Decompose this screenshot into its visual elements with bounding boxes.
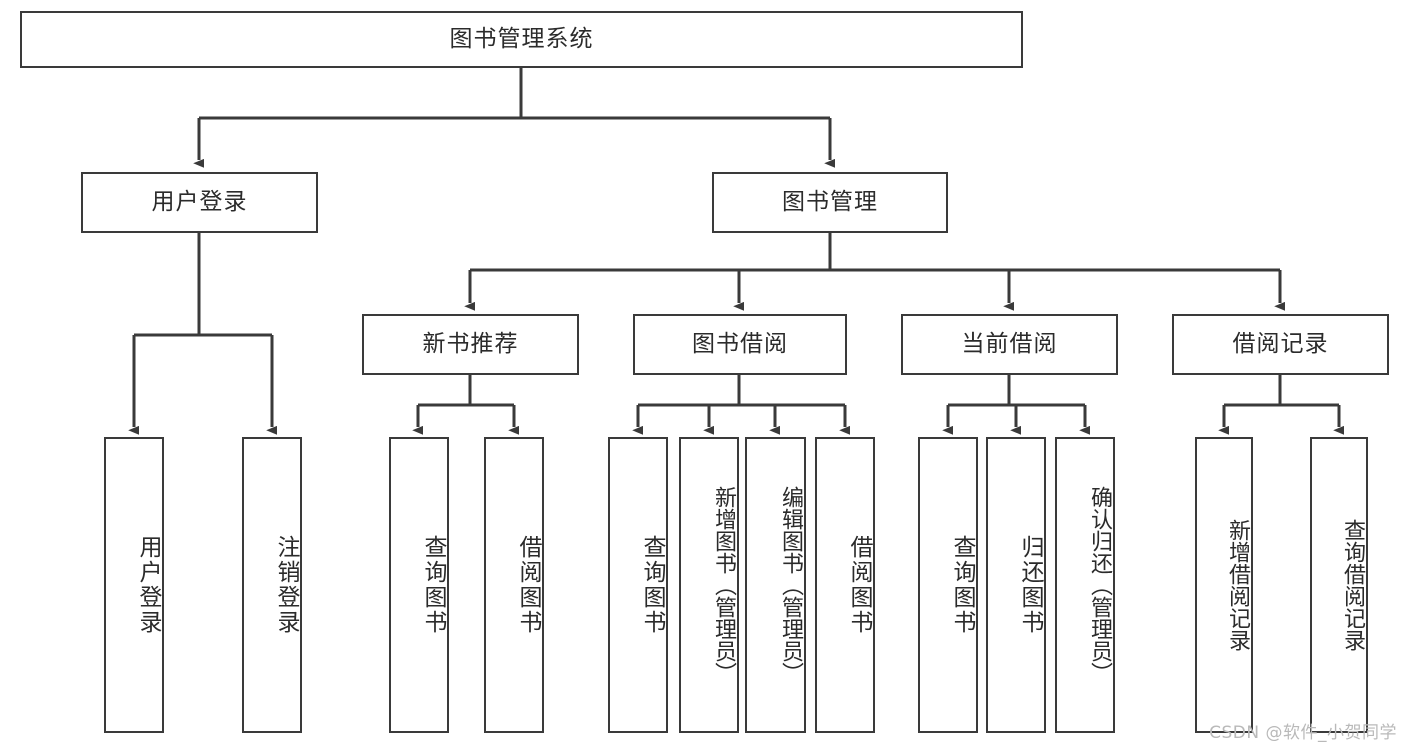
leaf-edit-book[interactable]: 编辑图书（管理员）: [745, 437, 806, 733]
leaf-query-record-label: 查询借阅记录: [1340, 519, 1365, 651]
leaf-query-book-2-label: 查询图书: [639, 535, 665, 635]
leaf-return-book-label: 归还图书: [1017, 535, 1043, 635]
node-book-management[interactable]: 图书管理: [712, 172, 948, 233]
node-root[interactable]: 图书管理系统: [20, 11, 1023, 68]
leaf-query-book-3-label: 查询图书: [949, 535, 975, 635]
leaf-user-login[interactable]: 用户登录: [104, 437, 164, 733]
leaf-query-book-1-label: 查询图书: [420, 535, 446, 635]
node-book-borrow[interactable]: 图书借阅: [633, 314, 847, 375]
node-user-login[interactable]: 用户登录: [81, 172, 318, 233]
leaf-query-book-1[interactable]: 查询图书: [389, 437, 449, 733]
leaf-add-book[interactable]: 新增图书（管理员）: [679, 437, 739, 733]
leaf-borrow-book-1[interactable]: 借阅图书: [484, 437, 544, 733]
leaf-borrow-book-2-label: 借阅图书: [846, 535, 872, 635]
leaf-add-record-label: 新增借阅记录: [1225, 519, 1250, 651]
node-current-borrow[interactable]: 当前借阅: [901, 314, 1118, 375]
node-user-login-label: 用户登录: [151, 188, 248, 215]
leaf-confirm-return[interactable]: 确认归还（管理员）: [1055, 437, 1115, 733]
leaf-logout-login[interactable]: 注销登录: [242, 437, 302, 733]
leaf-edit-book-label: 编辑图书（管理员）: [778, 486, 803, 684]
csdn-watermark: CSDN @软件_小贺同学: [1209, 723, 1397, 743]
leaf-return-book[interactable]: 归还图书: [986, 437, 1046, 733]
node-root-label: 图书管理系统: [449, 25, 594, 52]
leaf-user-login-label: 用户登录: [135, 535, 161, 635]
node-borrow-record[interactable]: 借阅记录: [1172, 314, 1389, 375]
node-borrow-record-label: 借阅记录: [1232, 330, 1329, 357]
leaf-borrow-book-2[interactable]: 借阅图书: [815, 437, 875, 733]
leaf-query-record[interactable]: 查询借阅记录: [1310, 437, 1368, 733]
leaf-confirm-return-label: 确认归还（管理员）: [1087, 486, 1112, 684]
leaf-add-book-label: 新增图书（管理员）: [711, 486, 736, 684]
node-new-book-recommend[interactable]: 新书推荐: [362, 314, 579, 375]
node-book-borrow-label: 图书借阅: [692, 330, 788, 357]
leaf-logout-login-label: 注销登录: [273, 535, 299, 635]
leaf-add-record[interactable]: 新增借阅记录: [1195, 437, 1253, 733]
leaf-query-book-3[interactable]: 查询图书: [918, 437, 978, 733]
node-current-borrow-label: 当前借阅: [961, 330, 1058, 357]
node-new-book-recommend-label: 新书推荐: [422, 330, 519, 357]
node-book-management-label: 图书管理: [782, 188, 878, 215]
leaf-borrow-book-1-label: 借阅图书: [515, 535, 541, 635]
leaf-query-book-2[interactable]: 查询图书: [608, 437, 668, 733]
